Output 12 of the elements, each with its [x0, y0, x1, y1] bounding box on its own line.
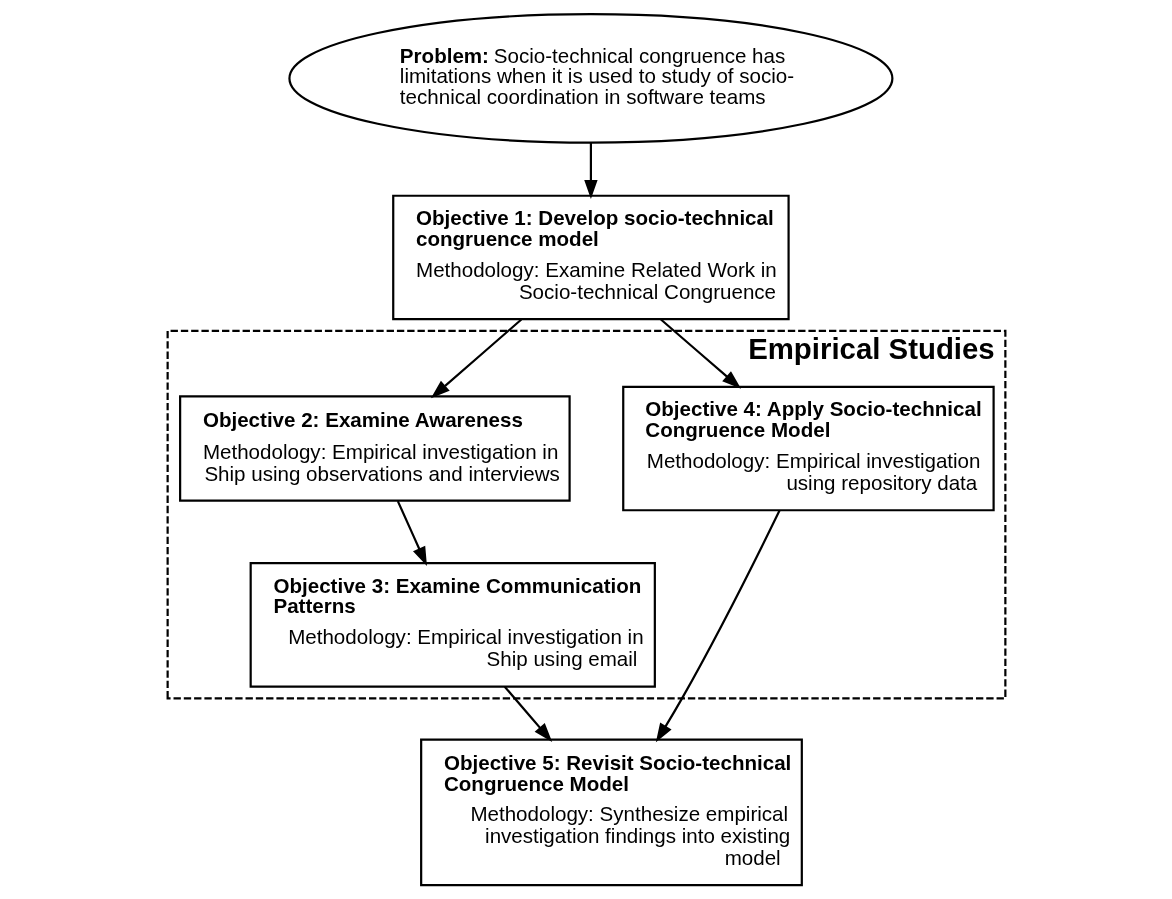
arrow [396, 500, 427, 566]
node-box: Objective 1: Develop socio-technical congruence model Methodology: Examine Related Work in Socio-technical Congruence [391, 194, 790, 321]
arrow [430, 318, 522, 399]
node-ellipse: Problem: Socio-technical congruence has limitations when it is used to study of socio-technical coordination in software teams [287, 13, 893, 144]
arrow [659, 318, 741, 389]
node-box: Objective 2: Examine Awareness Methodology: Empirical investigation in Ship using observations and interviews [178, 395, 571, 502]
node-box: Objective 3: Examine Communication Patterns Methodology: Empirical investigation in Ship using email [249, 562, 656, 688]
arrow [655, 510, 780, 743]
node-box: Objective 4: Apply Socio-technical Congruence Model Methodology: Empirical investigation using repository data [621, 385, 995, 512]
arrow [503, 686, 552, 742]
arrow [583, 142, 598, 200]
node-box: Objective 5: Revisit Socio-technical Congruence Model Methodology: Synthesize empirical investigation findings into existing model [419, 738, 803, 887]
